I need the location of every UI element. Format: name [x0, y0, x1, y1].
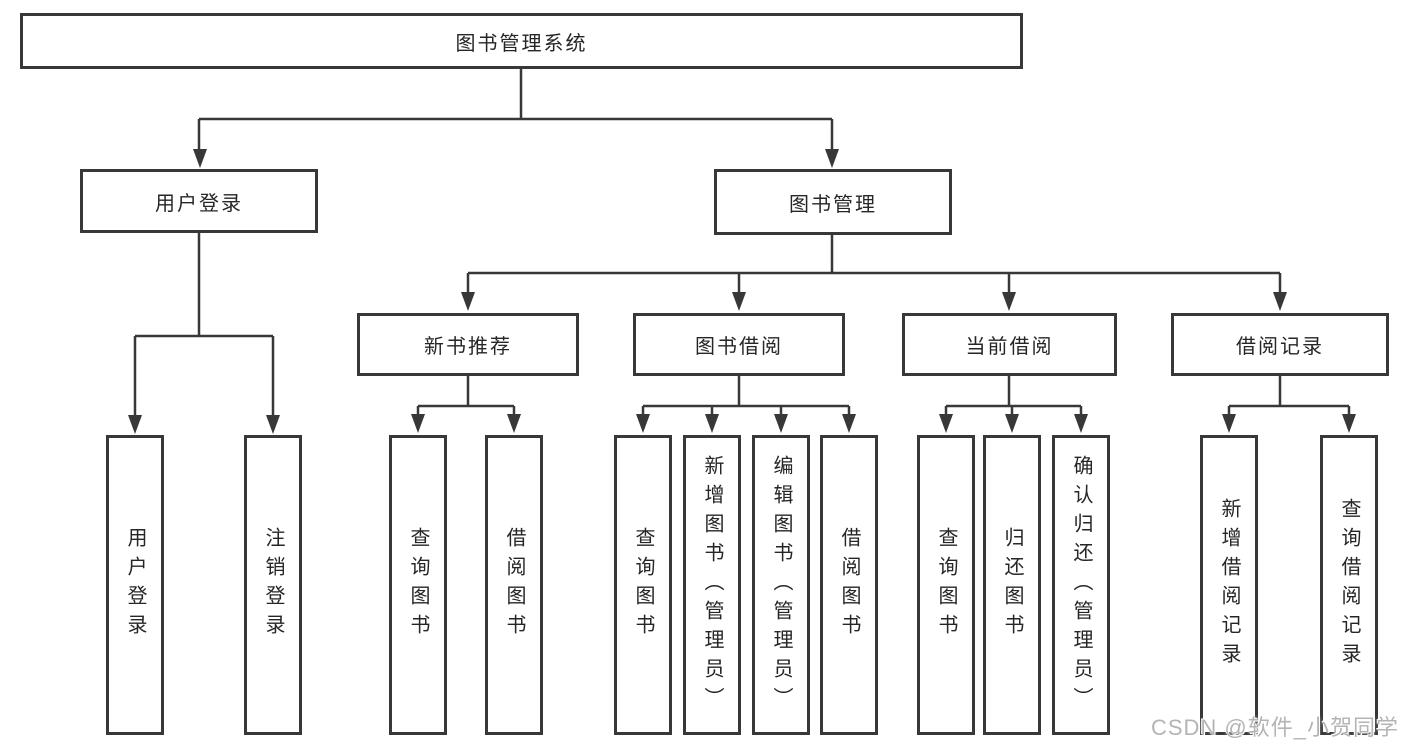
node-borrow-records: 借阅记录: [1171, 313, 1389, 376]
leaf-label: 查询图书: [632, 527, 654, 643]
leaf-label: 归还图书: [1001, 527, 1023, 643]
leaf-label: 确认归还（管理员）: [1070, 454, 1092, 716]
edge-user-to-leaves: [133, 233, 275, 420]
arrow-down-icon: [461, 292, 475, 311]
arrow-down-icon: [774, 414, 788, 433]
leaf-label: 查询借阅记录: [1338, 498, 1360, 672]
leaf-recommend-query-book: 查询图书: [389, 435, 447, 735]
arrow-down-icon: [411, 414, 425, 433]
arrow-down-icon: [705, 414, 719, 433]
edge-book-to-modules: [466, 235, 1282, 298]
edge-root-to-level2: [197, 68, 834, 154]
arrow-down-icon: [507, 414, 521, 433]
node-label: 图书借阅: [695, 336, 783, 358]
arrow-down-icon: [825, 149, 839, 168]
node-root-system: 图书管理系统: [20, 13, 1023, 69]
arrow-down-icon: [1074, 414, 1088, 433]
leaf-label: 查询图书: [935, 527, 957, 643]
leaf-borrow-edit-book-admin: 编辑图书（管理员）: [752, 435, 810, 735]
arrow-down-icon: [939, 414, 953, 433]
node-book-borrow: 图书借阅: [633, 313, 845, 376]
arrowheads: [128, 149, 1356, 434]
edge-current-to-leaves: [944, 376, 1083, 420]
edge-recommend-to-leaves: [416, 376, 516, 420]
leaf-current-return-book: 归还图书: [983, 435, 1041, 735]
node-label: 当前借阅: [965, 336, 1054, 358]
leaf-label: 用户登录: [124, 527, 146, 643]
arrow-down-icon: [193, 149, 207, 168]
leaf-records-add-record: 新增借阅记录: [1200, 435, 1258, 735]
leaf-records-query-record: 查询借阅记录: [1320, 435, 1378, 735]
node-user-login-branch: 用户登录: [80, 169, 318, 233]
leaf-user-login: 用户登录: [106, 435, 164, 735]
leaf-borrow-query-book: 查询图书: [614, 435, 672, 735]
arrow-down-icon: [842, 414, 856, 433]
node-label: 新书推荐: [424, 336, 512, 358]
node-label: 图书管理: [789, 193, 877, 216]
leaf-current-confirm-return-admin: 确认归还（管理员）: [1052, 435, 1110, 735]
node-label: 借阅记录: [1236, 336, 1324, 358]
node-current-borrow: 当前借阅: [902, 313, 1117, 376]
leaf-label: 查询图书: [407, 527, 429, 643]
arrow-down-icon: [1005, 414, 1019, 433]
leaf-label: 借阅图书: [503, 527, 525, 643]
node-label: 用户登录: [155, 192, 243, 215]
leaf-label: 借阅图书: [838, 527, 860, 643]
arrow-down-icon: [266, 415, 280, 434]
leaf-borrow-add-book-admin: 新增图书（管理员）: [683, 435, 741, 735]
arrow-down-icon: [636, 414, 650, 433]
leaf-recommend-borrow-book: 借阅图书: [485, 435, 543, 735]
node-new-book-recommend: 新书推荐: [357, 313, 579, 376]
arrow-down-icon: [1222, 414, 1236, 433]
node-book-management-branch: 图书管理: [714, 169, 952, 235]
node-root-label: 图书管理系统: [455, 32, 588, 55]
leaf-label: 编辑图书（管理员）: [770, 454, 792, 716]
leaf-label: 新增图书（管理员）: [701, 454, 723, 716]
connector-paths: [133, 68, 1351, 420]
edge-borrow-to-leaves: [641, 376, 851, 420]
leaf-borrow-borrow-book: 借阅图书: [820, 435, 878, 735]
edge-records-to-leaves: [1227, 376, 1351, 420]
arrow-down-icon: [1342, 414, 1356, 433]
leaf-label: 注销登录: [262, 527, 284, 643]
csdn-watermark: CSDN @软件_小贺同学: [1150, 715, 1399, 740]
leaf-label: 新增借阅记录: [1218, 498, 1240, 672]
arrow-down-icon: [1273, 292, 1287, 311]
leaf-user-logout: 注销登录: [244, 435, 302, 735]
arrow-down-icon: [732, 292, 746, 311]
leaf-current-query-book: 查询图书: [917, 435, 975, 735]
arrow-down-icon: [1002, 292, 1016, 311]
arrow-down-icon: [128, 415, 142, 434]
